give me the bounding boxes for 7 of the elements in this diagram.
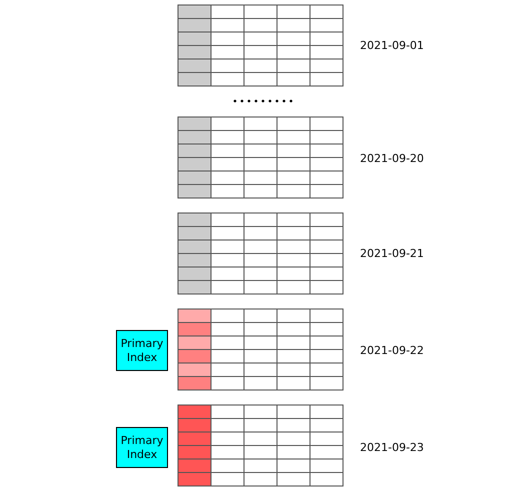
index-box: Primary Index	[116, 427, 168, 468]
date-label: 2021-09-23	[360, 441, 424, 454]
date-label: 2021-09-21	[360, 247, 424, 260]
index-box: Primary Index	[116, 330, 168, 371]
date-label: 2021-09-22	[360, 344, 424, 357]
date-label: 2021-09-20	[360, 152, 424, 165]
date-label: 2021-09-01	[360, 39, 424, 52]
